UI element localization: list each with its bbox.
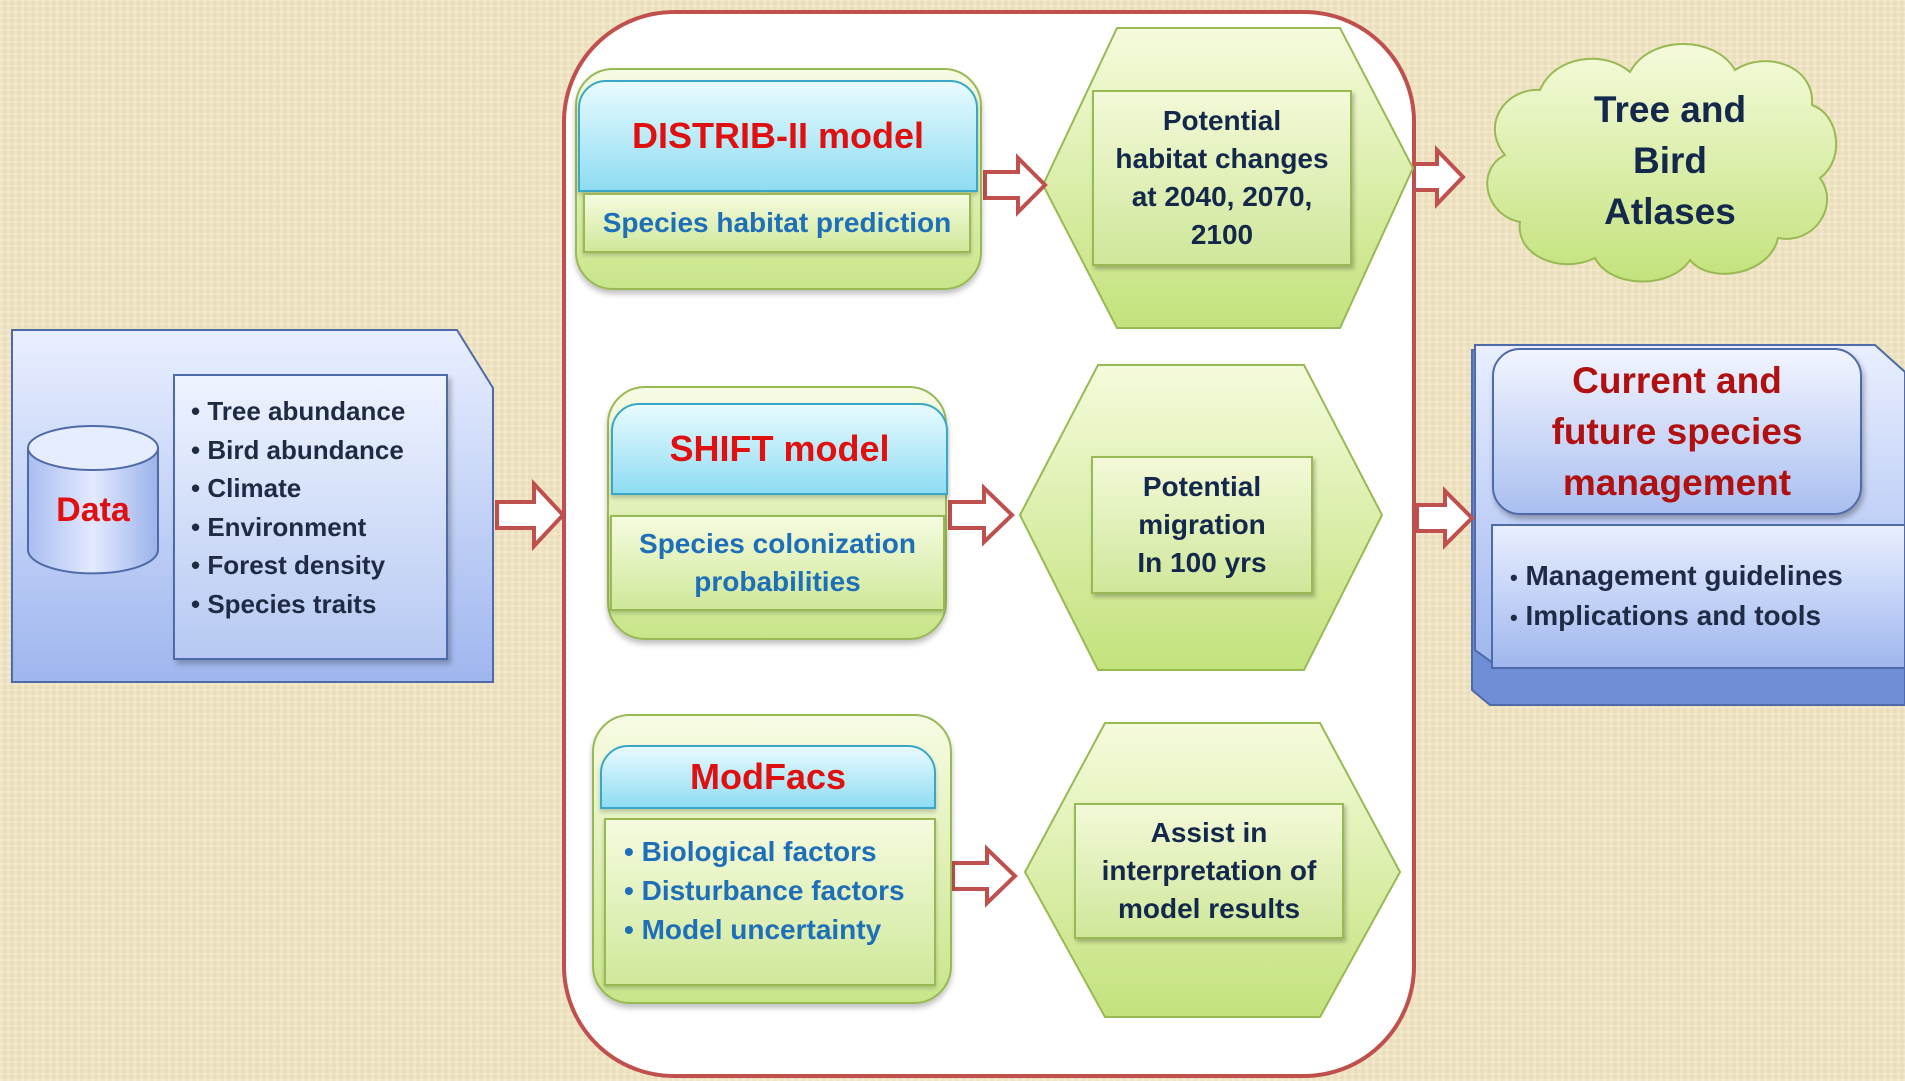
atlas-line: Bird — [1633, 139, 1707, 181]
management-title-line: future species — [1551, 411, 1803, 452]
data-items-panel: Tree abundance Bird abundance Climate En… — [173, 374, 448, 660]
management-title-line: Current and — [1572, 360, 1782, 401]
arrow-modfacs-shape — [951, 844, 1018, 908]
management-title: Current and future species management — [1492, 348, 1862, 515]
data-item: Environment — [191, 508, 436, 547]
output-line: Assist in — [1150, 817, 1268, 848]
arrow-data-to-models — [495, 478, 566, 552]
arrow-distrib-shape — [983, 153, 1048, 217]
output-line: migration — [1138, 509, 1266, 540]
data-item: Bird abundance — [191, 431, 436, 470]
data-item: Climate — [191, 469, 436, 508]
database-icon — [27, 425, 159, 575]
atlas-line: Tree and — [1593, 88, 1747, 130]
output-line: 2100 — [1190, 219, 1254, 250]
shift-output: Potential migration In 100 yrs — [1091, 456, 1313, 594]
modfacs-factors-panel: • Biological factors • Disturbance facto… — [604, 818, 936, 986]
output-line: at 2040, 2070, — [1131, 181, 1313, 212]
arrow-shift-shape — [948, 483, 1015, 547]
atlas-line: Atlases — [1604, 190, 1736, 232]
management-title-line: management — [1562, 462, 1792, 503]
data-item: Species traits — [191, 585, 436, 624]
atlas-cloud — [1486, 43, 1838, 283]
modfacs-factor: • Biological factors — [624, 836, 877, 867]
modfacs-factor: • Disturbance factors — [624, 875, 905, 906]
management-item: • Management guidelines — [1510, 560, 1843, 591]
distrib-output: Potential habitat changes at 2040, 2070,… — [1092, 90, 1352, 266]
output-line: Potential — [1142, 471, 1262, 502]
data-item: Tree abundance — [191, 392, 436, 431]
shift-desc-line: Species colonization — [639, 528, 916, 559]
shift-desc-line: probabilities — [694, 566, 861, 597]
modfacs-model-title: ModFacs — [600, 745, 936, 809]
management-item: • Implications and tools — [1510, 600, 1822, 631]
shift-model-title: SHIFT model — [611, 403, 948, 495]
output-line: habitat changes — [1115, 143, 1329, 174]
output-line: interpretation of — [1101, 855, 1317, 886]
distrib-model-description: Species habitat prediction — [583, 193, 971, 253]
management-items: • Management guidelines • Implications a… — [1510, 557, 1890, 637]
arrow-to-management — [1415, 486, 1475, 550]
modfacs-output: Assist in interpretation of model result… — [1074, 803, 1344, 939]
shift-model-description: Species colonization probabilities — [610, 515, 945, 611]
output-line: model results — [1117, 893, 1301, 924]
output-line: In 100 yrs — [1137, 547, 1267, 578]
data-title: Data — [56, 490, 130, 529]
atlas-label: Tree and Bird Atlases — [1520, 80, 1820, 240]
distrib-model-title: DISTRIB-II model — [578, 80, 978, 192]
management-list-panel — [1491, 524, 1905, 669]
modfacs-factor: • Model uncertainty — [624, 914, 882, 945]
data-item: Forest density — [191, 546, 436, 585]
output-line: Potential — [1162, 105, 1282, 136]
